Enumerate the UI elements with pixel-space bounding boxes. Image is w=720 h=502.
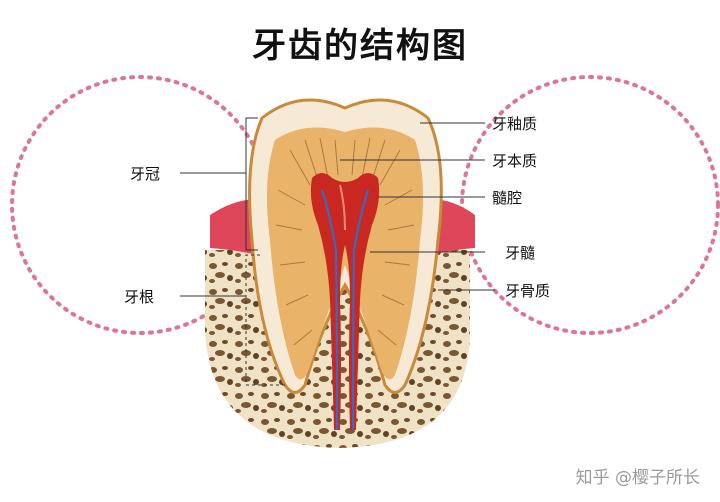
dentin [266,127,424,380]
dotted-circle-right [460,75,720,335]
label-dentin: 牙本质 [492,152,538,170]
dentin-tubules [275,137,415,346]
crown-bracket [245,117,258,251]
label-crown: 牙冠 [130,165,161,183]
label-cementum: 牙骨质 [505,282,551,300]
root-bracket [245,254,285,386]
blood-vessels [321,184,369,431]
label-root: 牙根 [124,288,155,306]
leader-lines [180,122,495,297]
label-enamel: 牙釉质 [492,115,538,133]
label-pulp-cavity: 髓腔 [492,189,523,207]
page-title: 牙齿的结构图 [252,26,468,66]
label-pulp: 牙髓 [505,244,536,262]
pulp [310,173,380,430]
watermark: 知乎 @樱子所长 [575,468,700,488]
